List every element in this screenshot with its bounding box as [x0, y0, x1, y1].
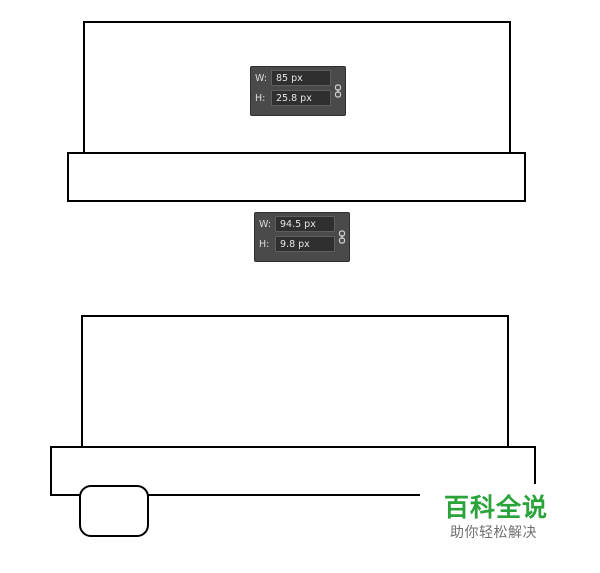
top-dimension-panel: W: 85 px H: 25.8 px	[250, 66, 346, 116]
chain-link-icon[interactable]	[334, 84, 342, 98]
height-label: H:	[255, 92, 266, 104]
width-row: W: 85 px	[255, 69, 341, 87]
bottom-box-body	[81, 315, 509, 449]
watermark-subtitle: 助你轻松解决	[450, 525, 537, 541]
height-row: H: 25.8 px	[255, 89, 341, 107]
rounded-foot	[79, 485, 149, 537]
width-label: W:	[255, 72, 268, 84]
watermark-logo: 百科全说 助你轻松解决	[420, 484, 570, 554]
height-field[interactable]: 25.8 px	[271, 90, 331, 106]
height-row: H: 9.8 px	[259, 235, 345, 253]
height-field[interactable]: 9.8 px	[275, 236, 335, 252]
width-field[interactable]: 85 px	[271, 70, 331, 86]
width-field[interactable]: 94.5 px	[275, 216, 335, 232]
top-box-base	[67, 152, 526, 202]
width-label: W:	[259, 218, 272, 230]
watermark-title: 百科全说	[444, 493, 549, 522]
chain-link-icon[interactable]	[338, 230, 346, 244]
width-row: W: 94.5 px	[259, 215, 345, 233]
height-label: H:	[259, 238, 270, 250]
middle-dimension-panel: W: 94.5 px H: 9.8 px	[254, 212, 350, 262]
